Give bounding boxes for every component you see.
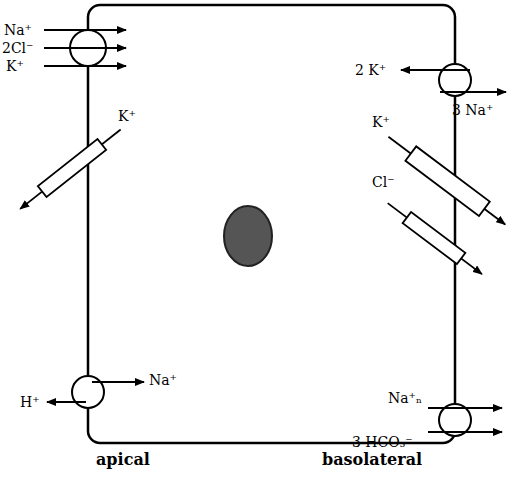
ion-label: Cl⁻ xyxy=(372,172,395,192)
side-label: apical xyxy=(96,450,150,470)
exchanger xyxy=(47,376,144,408)
cotransporter xyxy=(44,30,126,66)
ion-label: 3 HCO₃⁻ xyxy=(352,432,413,452)
side-label: basolateral xyxy=(322,450,422,470)
ion-label: K⁺ xyxy=(6,56,24,76)
cotransporter xyxy=(428,404,502,436)
ion-label: Na⁺ xyxy=(4,20,32,40)
ion-label: Na⁺ xyxy=(149,370,177,390)
ion-label: H⁺ xyxy=(20,392,40,412)
ion-label: K⁺ xyxy=(118,106,136,126)
ion-label: 2 K⁺ xyxy=(355,60,386,80)
potassium-channel xyxy=(16,124,125,214)
cell-membrane xyxy=(88,5,455,443)
ion-label: 3 Na⁺ xyxy=(452,100,493,120)
ion-label: 2Cl⁻ xyxy=(2,38,34,58)
ion-label: K⁺ xyxy=(372,112,390,132)
ion-label: Na⁺ₙ xyxy=(388,388,422,408)
nucleus xyxy=(224,206,272,266)
chloride-channel xyxy=(383,198,486,280)
potassium-channel xyxy=(383,130,511,232)
sodium-pump xyxy=(401,64,506,96)
